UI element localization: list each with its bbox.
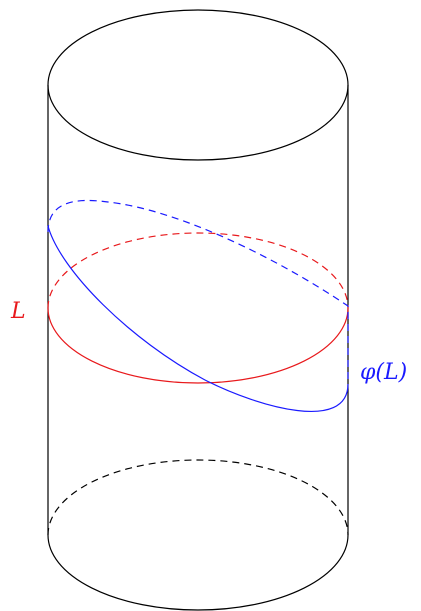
cylinder-bottom-front-arc bbox=[47, 534, 349, 611]
circle-phi-L-front-arc bbox=[47, 225, 349, 412]
cylinder-bottom-back-arc bbox=[47, 459, 349, 536]
cylinder-top-ellipse bbox=[47, 9, 349, 161]
circle-phi-L-label: φ(L) bbox=[360, 360, 407, 385]
circle-L-front-arc bbox=[47, 307, 349, 384]
circle-phi-L-back-arc bbox=[47, 199, 349, 384]
circle-L-label: L bbox=[10, 299, 26, 324]
circle-L-back-arc bbox=[47, 232, 349, 309]
